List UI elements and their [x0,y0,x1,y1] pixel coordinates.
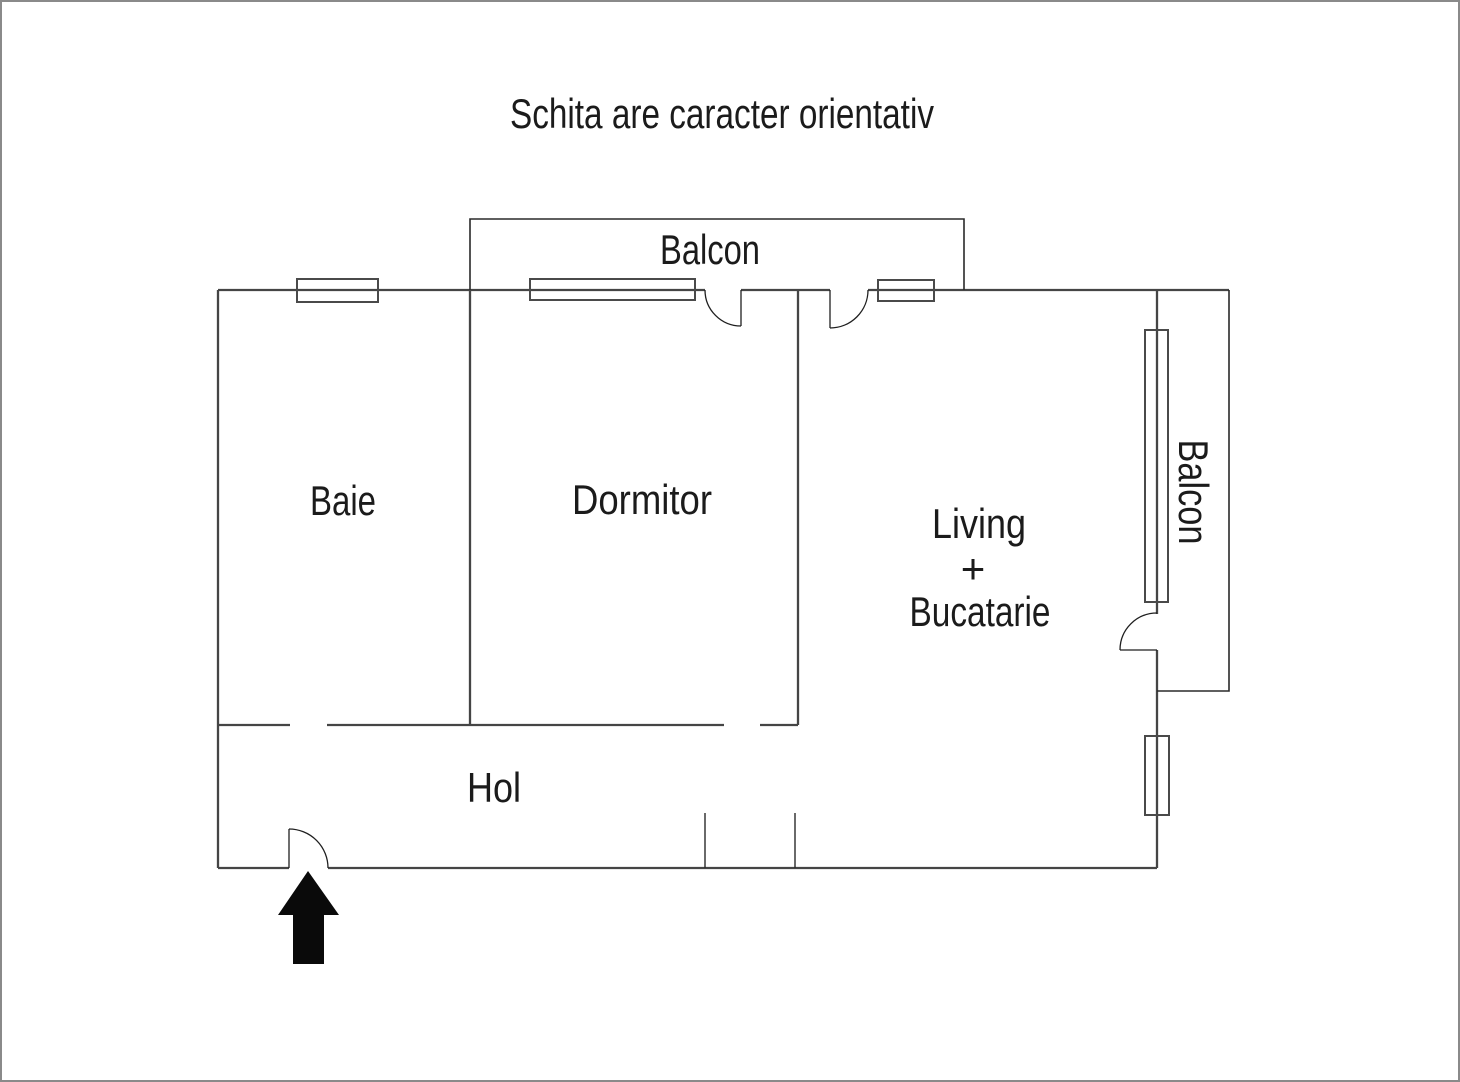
entrance-door [288,828,329,869]
room-label-balcon-right: Balcon [1170,440,1217,545]
right-balcony-outline [1157,290,1230,692]
right-balcony-door [1119,612,1158,651]
right-balcony-window [1144,329,1169,603]
walls [216,288,1229,870]
room-label-dormitor: Dormitor [572,476,712,523]
doors [288,289,1158,869]
room-label-baie: Baie [310,477,376,524]
entrance-arrow-icon [278,871,339,964]
windows [296,278,1170,816]
room-label-living: Living [932,500,1026,547]
room-label-bucatarie: Bucatarie [910,588,1051,635]
living-balcony-door [829,289,869,329]
top-balcony-outline [469,218,965,290]
room-labels: Balcon Baie Dormitor Living + Bucatarie … [310,226,1217,811]
balconies [469,218,1230,692]
page-title: Schita are caracter orientativ [510,90,934,137]
room-label-balcon-top: Balcon [660,226,760,273]
right-lower-window [1144,735,1170,816]
room-label-plus: + [961,545,986,592]
dormitor-window [529,278,696,301]
living-top-window [877,279,935,302]
dormitor-balcony-door [704,289,742,327]
baie-window [296,278,379,303]
room-label-hol: Hol [467,764,521,811]
